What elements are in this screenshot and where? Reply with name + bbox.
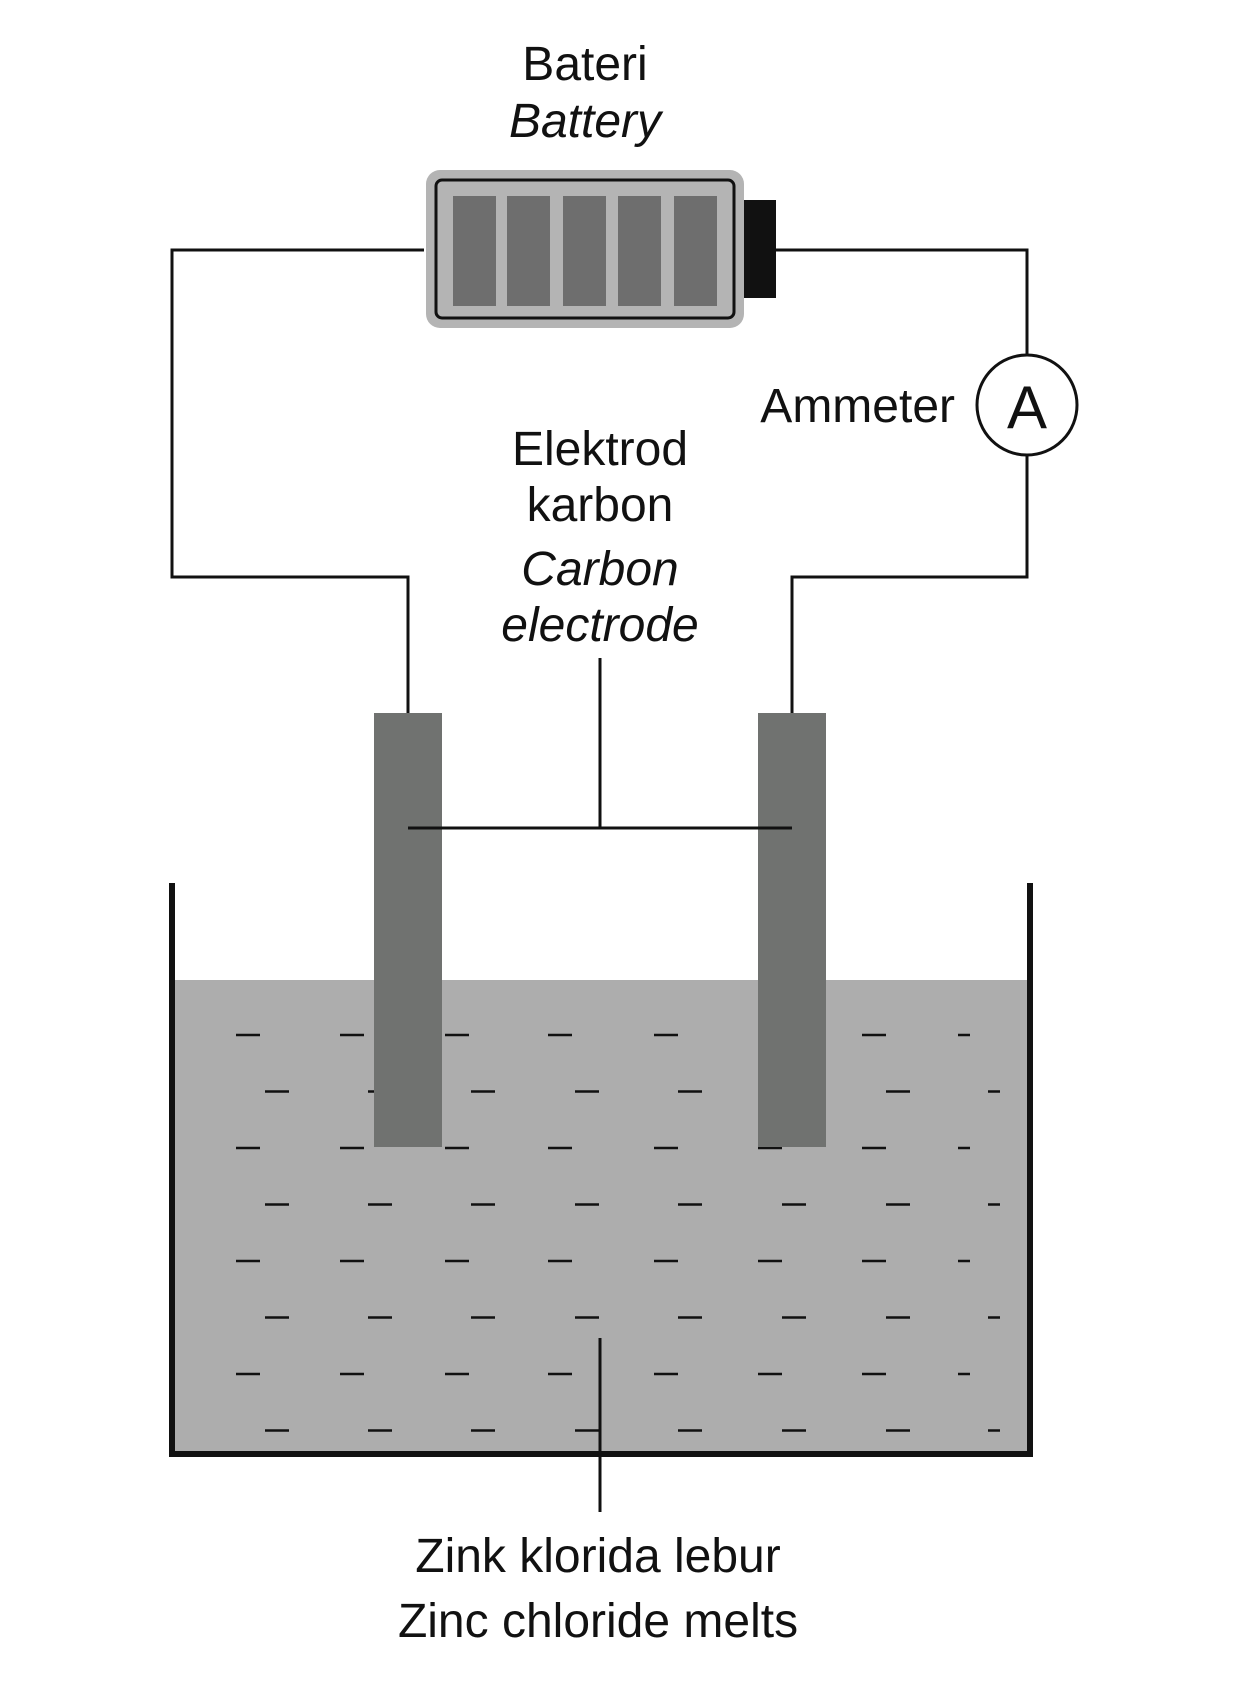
left-carbon-electrode [374,713,442,1147]
electrolyte-label-en: Zinc chloride melts [398,1595,798,1648]
electrode-label-ms-2: karbon [527,479,674,532]
right-wire-bottom [790,455,1029,713]
ammeter-symbol [975,353,1079,457]
battery-cell [507,196,550,306]
right-carbon-electrode [758,713,826,1147]
battery-inner-frame [434,178,736,320]
left-wire [170,248,424,713]
ammeter-symbol-letter: A [1007,374,1047,441]
battery-cell [674,196,717,306]
battery-terminal [744,200,776,298]
electrode-label-en-2: electrode [501,599,698,652]
electrolyte-label-ms: Zink klorida lebur [415,1530,781,1583]
electrode-label-en-1: Carbon [521,543,678,596]
right-wire-top [776,248,1029,355]
battery-label-ms: Bateri [522,38,647,91]
electrode-label-ms-1: Elektrod [512,423,688,476]
battery-cell [618,196,661,306]
battery-label-en: Battery [509,95,664,148]
battery-icon [426,170,776,328]
ammeter-label: Ammeter [760,380,955,433]
battery-cell [563,196,606,306]
battery-cell [453,196,496,306]
